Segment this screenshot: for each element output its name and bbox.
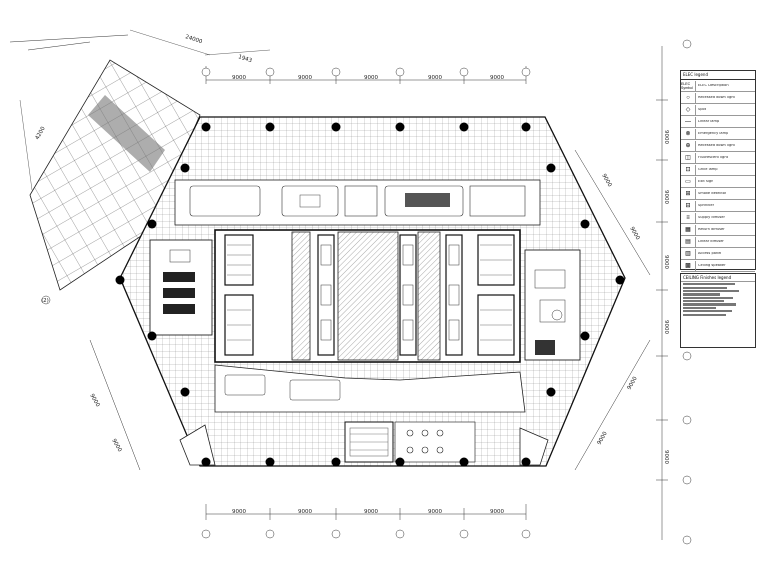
legend-row: ▩Ceiling speaker [681,260,755,272]
legend-row: ○Recessed down light [681,92,755,104]
grid-bubble-left [41,295,51,305]
notes-title: CEILING Finishes legend [681,274,755,282]
legend-description: Sprinkler [698,203,715,207]
legend-row: ⊕Recessed down light [681,140,755,152]
legend-description: Ceiling speaker [698,263,726,267]
dim-bottom-3: 9000 [364,509,378,515]
legend-row: ◇Spot [681,104,755,116]
building-core [214,229,521,363]
legend-symbol-icon: ⊞ [681,188,696,199]
grid-label-left: (2) [41,298,49,304]
legend-symbol-icon: ◇ [681,104,696,115]
legend-row: ⊞Smoke detector [681,188,755,200]
legend-description: Linear diffuser [698,239,724,243]
diagonal-dimension-lines [89,149,651,471]
legend-description: Access panel [698,251,722,255]
dim-bottom-5: 9000 [490,509,504,515]
legend-row: ⊡Grille lamp [681,164,755,176]
diag-dim-7: 9000 [597,430,609,446]
dim-right-2: 9000 [663,190,669,204]
legend-header-symbol: ELEC Symbol [681,80,696,91]
legend-symbol-icon: ⊕ [681,140,696,151]
legend-symbol-icon: ⊡ [681,164,696,175]
notes-block: CEILING Finishes legend [680,273,756,348]
diag-dim-9: 9000 [110,438,122,454]
legend-description: Grille lamp [698,167,718,171]
legend-symbol-icon: ▥ [681,248,696,259]
dim-right-1: 9000 [663,130,669,144]
dim-bottom-1: 9000 [232,509,246,515]
legend-description: Return diffuser [698,227,725,231]
dim-top-4: 9000 [428,75,442,81]
legend-description: Linear lamp [698,119,720,123]
legend-symbol-icon: ▦ [681,224,696,235]
legend-symbol-icon: ⊗ [681,128,696,139]
legend-symbol-icon: ▭ [681,176,696,187]
right-wing-rooms [524,249,581,361]
dim-bottom-2: 9000 [298,509,312,515]
diag-dim-1: 24000 [184,34,203,45]
legend-symbol-icon: ≡ [681,212,696,223]
grid-bubbles-bottom [201,529,531,539]
dim-right-3: 9000 [663,255,669,269]
dim-top-1: 9000 [232,75,246,81]
legend-row: ⊗Emergency lamp [681,128,755,140]
legend-row: ▭Exit sign [681,176,755,188]
legend-symbol-icon: ▩ [681,260,696,271]
dim-right-5: 9000 [663,450,669,464]
dim-top-5: 9000 [490,75,504,81]
legend-symbol-icon: ○ [681,92,696,103]
lift-lobby [344,421,476,463]
left-wing-rooms [149,239,213,336]
structural-columns [115,122,625,467]
legend-title: ELEC legend [681,71,755,80]
legend-header-row: ELEC Symbol ELEC Description [681,80,755,92]
dim-bottom-4: 9000 [428,509,442,515]
diag-dim-5: 9000 [628,226,640,242]
legend-description: Exit sign [698,179,714,183]
legend-description: Recessed down light [698,95,735,99]
diag-dim-3: 4200 [35,125,47,141]
legend-row: ▦Return diffuser [681,224,755,236]
legend-description: Fluorescent light [698,155,729,159]
legend-description: Emergency lamp [698,131,729,135]
legend-row: ▤Linear diffuser [681,236,755,248]
legend-row: ⊟Sprinkler [681,200,755,212]
legend-description: Recessed down light [698,143,735,147]
legend-symbol-icon: ◫ [681,152,696,163]
legend-symbol-icon: ⊟ [681,200,696,211]
legend-symbol-icon: — [681,116,696,127]
service-zone-top [174,179,541,226]
legend-row: —Linear lamp [681,116,755,128]
dim-top-2: 9000 [298,75,312,81]
corner-rooms-bottom [179,424,549,466]
bottom-dimension-line [205,504,527,520]
legend-description: Smoke detector [698,191,727,195]
legend-description: Spot [698,107,707,111]
legend-row: ◫Fluorescent light [681,152,755,164]
right-dimension-line [656,46,668,540]
grid-bubbles-top [201,67,531,77]
legend-row: ≡Supply diffuser [681,212,755,224]
diag-dim-4: 9000 [600,173,612,189]
dim-right-4: 9000 [663,320,669,334]
legend-header-desc: ELEC Description [698,83,729,87]
dim-top-3: 9000 [364,75,378,81]
legend-row: ▥Access panel [681,248,755,260]
diag-dim-2: 1943 [237,54,253,64]
legend-symbol-icon: ▤ [681,236,696,247]
service-zone-bottom [214,364,526,413]
legend-table: ELEC legend ELEC Symbol ELEC Description… [680,70,756,284]
legend-description: Supply diffuser [698,215,725,219]
canopy-structure [9,29,271,291]
diag-dim-8: 9000 [88,393,100,409]
